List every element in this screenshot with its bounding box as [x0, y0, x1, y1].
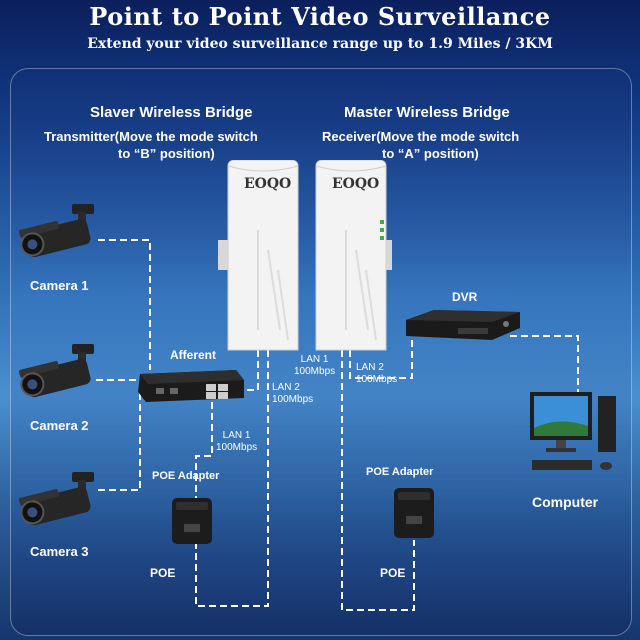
afferent-label: Afferent [170, 348, 217, 362]
camera-3-label: Camera 3 [30, 544, 89, 559]
slaver-brand-logo: EOQO [244, 176, 292, 192]
network-switch-icon [138, 370, 244, 402]
master-lan2-to-dvr [349, 340, 413, 379]
poe-left-label: POE [150, 566, 176, 580]
camera-2-icon [19, 344, 94, 398]
slaver-bridge-device [218, 160, 299, 351]
poe-adapter-right-icon [394, 488, 434, 538]
slave-lan2-name: LAN 2 [272, 382, 300, 393]
master-lan2-name: LAN 2 [356, 362, 384, 373]
switch-lan1-speed: 100Mbps [216, 442, 258, 453]
poe-left-to-slave [195, 350, 269, 607]
master-lan2-port: LAN 2 100Mbps [356, 362, 397, 386]
master-bridge-desc-2: to “A” position) [382, 146, 479, 161]
page-title: Point to Point Video Surveillance [89, 2, 551, 31]
dvr-label: DVR [452, 290, 478, 304]
camera-1-label: Camera 1 [30, 278, 89, 293]
poe-adapter-right-label: POE Adapter [366, 466, 434, 478]
page-subtitle: Extend your video surveillance range up … [87, 36, 553, 52]
master-to-poe-right [341, 350, 415, 611]
switch-lan1-port: LAN 1 100Mbps [216, 430, 257, 454]
poe-adapter-left-icon [172, 498, 212, 544]
slaver-bridge-title: Slaver Wireless Bridge [90, 104, 253, 121]
slaver-bridge-desc-1: Transmitter(Move the mode switch [44, 129, 258, 144]
switch-to-poe-left [195, 402, 213, 500]
master-brand-logo: EOQO [332, 176, 380, 192]
switch-lan1-name: LAN 1 [222, 430, 251, 441]
camera3-link [98, 392, 141, 491]
poe-right-label: POE [380, 566, 406, 580]
slave-lan2-port: LAN 2 100Mbps [272, 382, 313, 406]
computer-label: Computer [532, 494, 599, 510]
master-bridge-desc-1: Receiver(Move the mode switch [322, 129, 520, 144]
camera-3-icon [19, 472, 94, 526]
poe-adapter-left-label: POE Adapter [152, 470, 220, 482]
master-bridge-device [315, 160, 392, 351]
camera-1-icon [19, 204, 94, 258]
dvr-icon [406, 310, 520, 340]
camera1-link [98, 239, 151, 370]
master-bridge-title: Master Wireless Bridge [344, 104, 510, 121]
camera-2-label: Camera 2 [30, 418, 89, 433]
computer-icon [530, 392, 616, 470]
slave-lan1-name: LAN 1 [300, 354, 329, 365]
dvr-to-computer [510, 335, 579, 392]
slaver-bridge-desc-2: to “B” position) [118, 146, 215, 161]
slave-lan1-port: LAN 1 100Mbps [294, 354, 335, 378]
master-lan2-speed: 100Mbps [356, 374, 398, 385]
switch-to-slave-lan2 [236, 350, 259, 391]
slave-lan2-speed: 100Mbps [272, 394, 314, 405]
slave-lan1-speed: 100Mbps [294, 366, 336, 377]
